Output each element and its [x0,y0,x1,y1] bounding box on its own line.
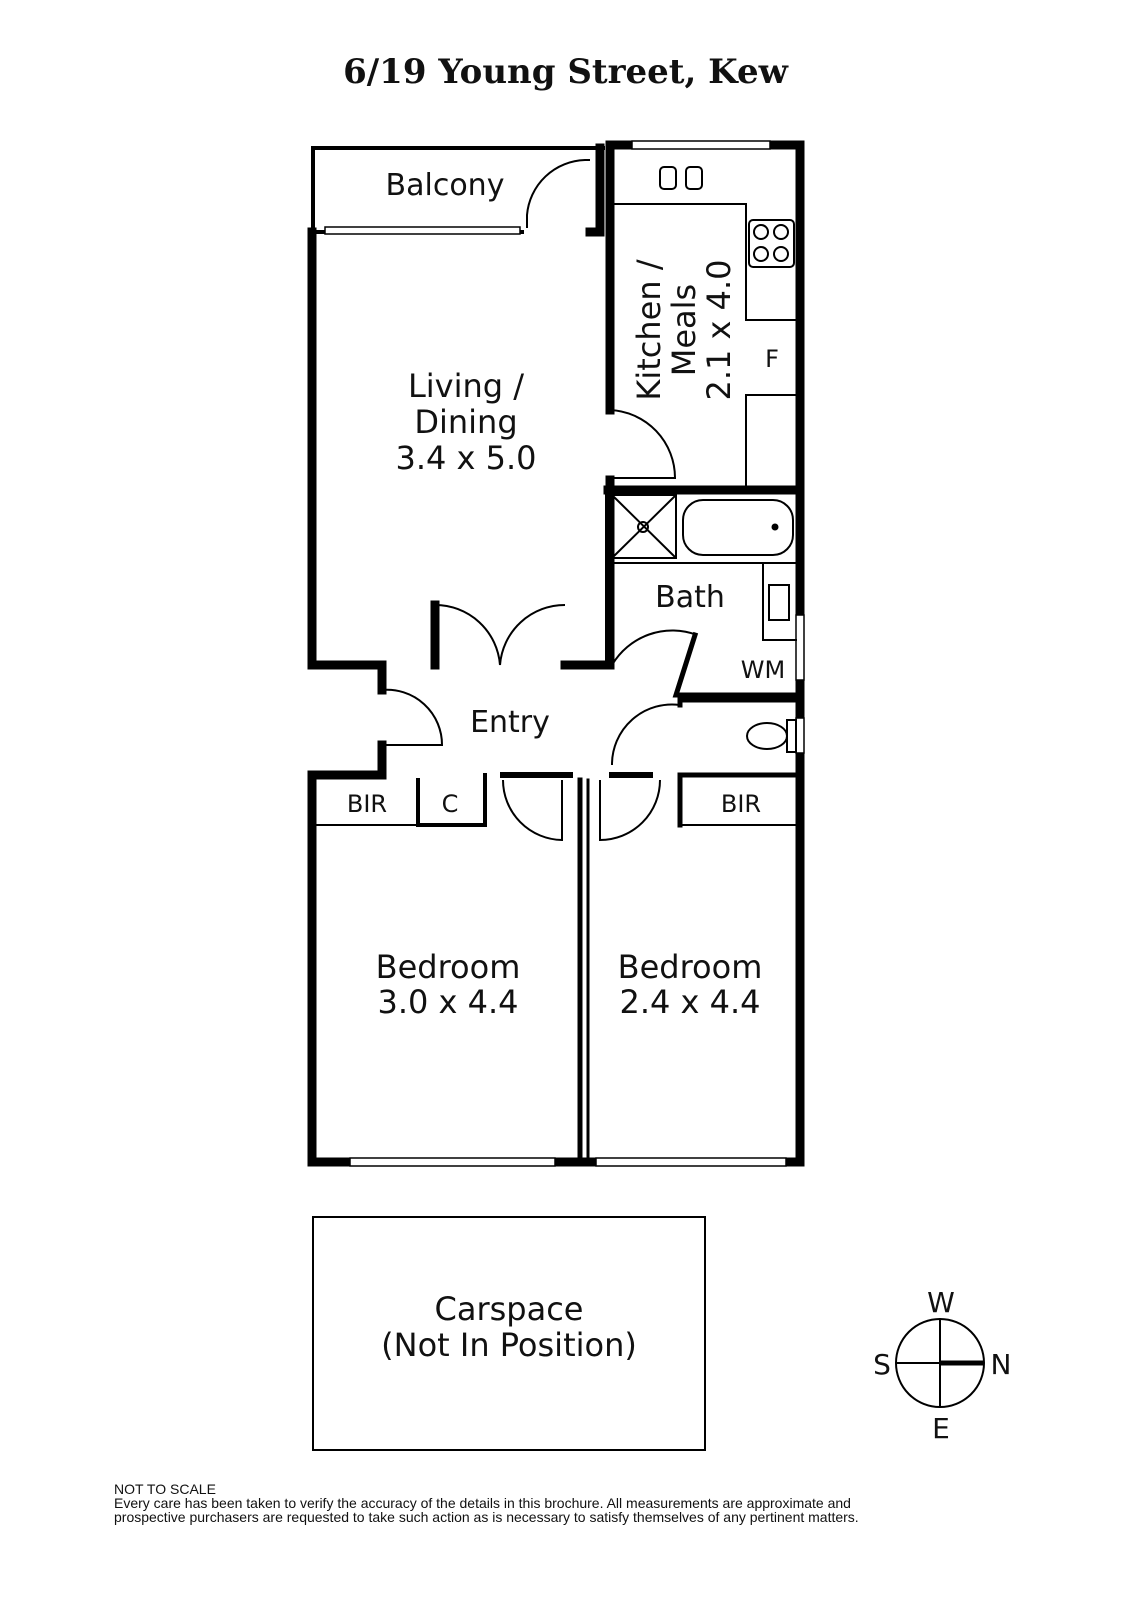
disclaimer-line: Every care has been taken to verify the … [114,1495,851,1511]
compass-icon [895,1318,985,1408]
carspace [312,1216,706,1451]
living-label-2: Dining [414,403,517,441]
washing-machine-label: WM [741,656,785,684]
window [631,140,771,150]
compass-east: E [932,1412,950,1445]
balcony [311,143,605,237]
fridge-label: F [765,345,779,373]
bir-label: BIR [347,790,387,818]
window [349,1157,556,1167]
compass-south: S [873,1348,891,1381]
toilet-icon [746,722,788,750]
bedroom2-dimensions: 2.4 x 4.4 [619,983,760,1021]
window [324,226,521,235]
bir-label: BIR [721,790,761,818]
doors [381,159,698,842]
property-address-title: 6/19 Young Street, Kew [343,52,788,92]
compass-west: W [927,1286,955,1319]
kitchen-label-1: Kitchen / [630,259,668,400]
bathtub-icon [682,499,794,556]
disclaimer-line: prospective purchasers are requested to … [114,1509,859,1525]
shower-icon [611,494,677,559]
bath-label: Bath [655,580,725,615]
cupboard-label: C [442,790,459,818]
balcony-label: Balcony [386,168,505,203]
bath-fixtures [611,494,797,753]
window [795,614,805,681]
carspace-note: (Not In Position) [381,1326,637,1364]
cooktop-icon [748,219,795,268]
bedroom2-label: Bedroom [618,948,763,986]
bedroom1-dimensions: 3.0 x 4.4 [377,983,518,1021]
living-label-1: Living / [408,367,524,405]
window [795,717,805,754]
entry-label: Entry [470,705,550,740]
not-to-scale-note: NOT TO SCALE [114,1481,216,1497]
kitchen-label-2: Meals [665,284,703,376]
sink-icon [659,166,677,190]
living-dimensions: 3.4 x 5.0 [395,439,536,477]
kitchen-fixtures [612,166,797,490]
walls [307,140,805,1167]
window [595,1157,787,1167]
kitchen-dimensions: 2.1 x 4.0 [700,259,738,400]
compass-north: N [991,1348,1012,1381]
carspace-label: Carspace [435,1290,584,1328]
vanity-icon [768,584,790,621]
bedroom1-label: Bedroom [376,948,521,986]
disclaimer: NOT TO SCALE Every care has been taken t… [114,1482,859,1524]
